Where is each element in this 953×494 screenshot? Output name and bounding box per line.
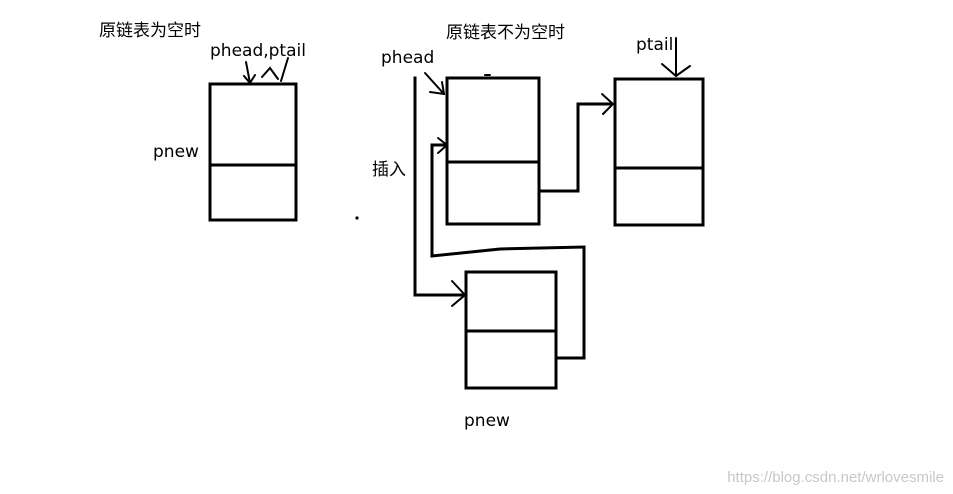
phead-arrow-left: [243, 61, 256, 85]
watermark-text: https://blog.csdn.net/wrlovesmile: [727, 469, 944, 486]
phead-ptail-label: phead,ptail: [210, 41, 306, 61]
stray-dot: [355, 216, 359, 220]
tail-node: [613, 77, 705, 227]
right-pnew-label: pnew: [464, 411, 510, 431]
ptail-arrow: [661, 37, 691, 78]
phead-label: phead: [381, 48, 434, 68]
insert-label: 插入: [372, 160, 406, 180]
head-node: [445, 76, 541, 226]
left-title: 原链表为空时: [99, 21, 201, 41]
left-pnew-label: pnew: [153, 142, 199, 162]
head-to-tail-link: [538, 93, 615, 193]
new-node: [464, 270, 558, 390]
left-pnew-node: [208, 82, 298, 222]
ptail-arrow-left: [261, 57, 289, 82]
phead-arrow: [424, 72, 446, 96]
phead-to-pnew-link: [413, 76, 467, 307]
ptail-label: ptail: [636, 35, 673, 55]
pnew-to-head-link: [430, 137, 586, 360]
right-title: 原链表不为空时: [446, 23, 565, 43]
